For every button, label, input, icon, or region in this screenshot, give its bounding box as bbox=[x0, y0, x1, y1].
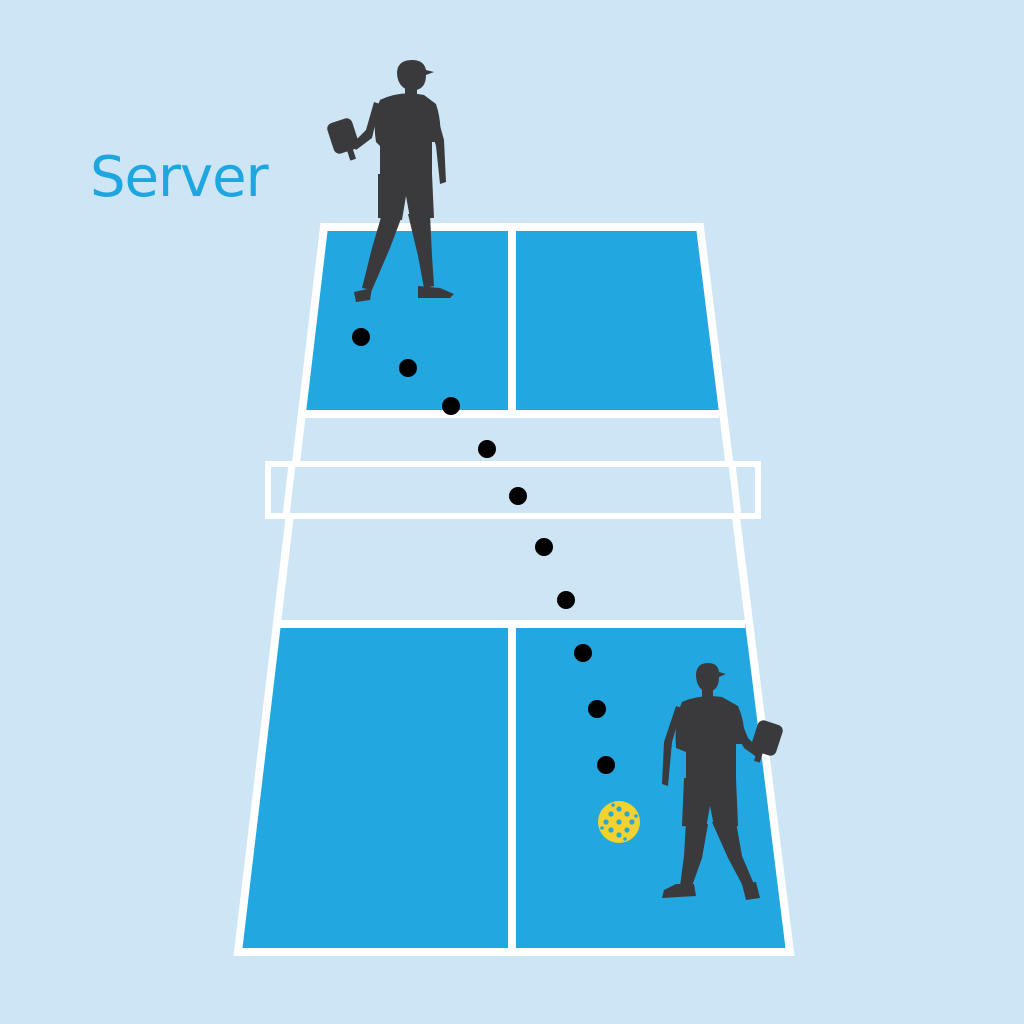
court-boundary bbox=[233, 223, 795, 956]
court bbox=[233, 223, 795, 956]
server-label: Server bbox=[90, 145, 269, 210]
server-player-icon bbox=[327, 60, 454, 302]
ball-path-dot bbox=[557, 591, 575, 609]
ball-path-dot bbox=[352, 328, 370, 346]
net-left-sideline bbox=[282, 463, 296, 517]
ball-path-dot bbox=[399, 359, 417, 377]
ball-path-dot bbox=[478, 440, 496, 458]
paddle-icon bbox=[751, 720, 783, 763]
ball-path-dot bbox=[588, 700, 606, 718]
court-lines bbox=[233, 223, 795, 956]
ball-path-dot bbox=[574, 644, 592, 662]
receiver-player-icon bbox=[662, 663, 783, 900]
far-right-service-box bbox=[512, 227, 719, 410]
far-left-service-box bbox=[305, 227, 512, 410]
ball-path-dot bbox=[535, 538, 553, 556]
near-left-service-box bbox=[238, 624, 512, 952]
ball-path-dot bbox=[597, 756, 615, 774]
ball-path bbox=[352, 328, 615, 774]
near-right-service-box bbox=[512, 624, 790, 952]
ball-path-dot bbox=[442, 397, 460, 415]
paddle-icon bbox=[327, 118, 359, 161]
net-right-sideline bbox=[728, 463, 742, 517]
pickleball-icon bbox=[598, 801, 640, 843]
ball-path-dot bbox=[509, 487, 527, 505]
